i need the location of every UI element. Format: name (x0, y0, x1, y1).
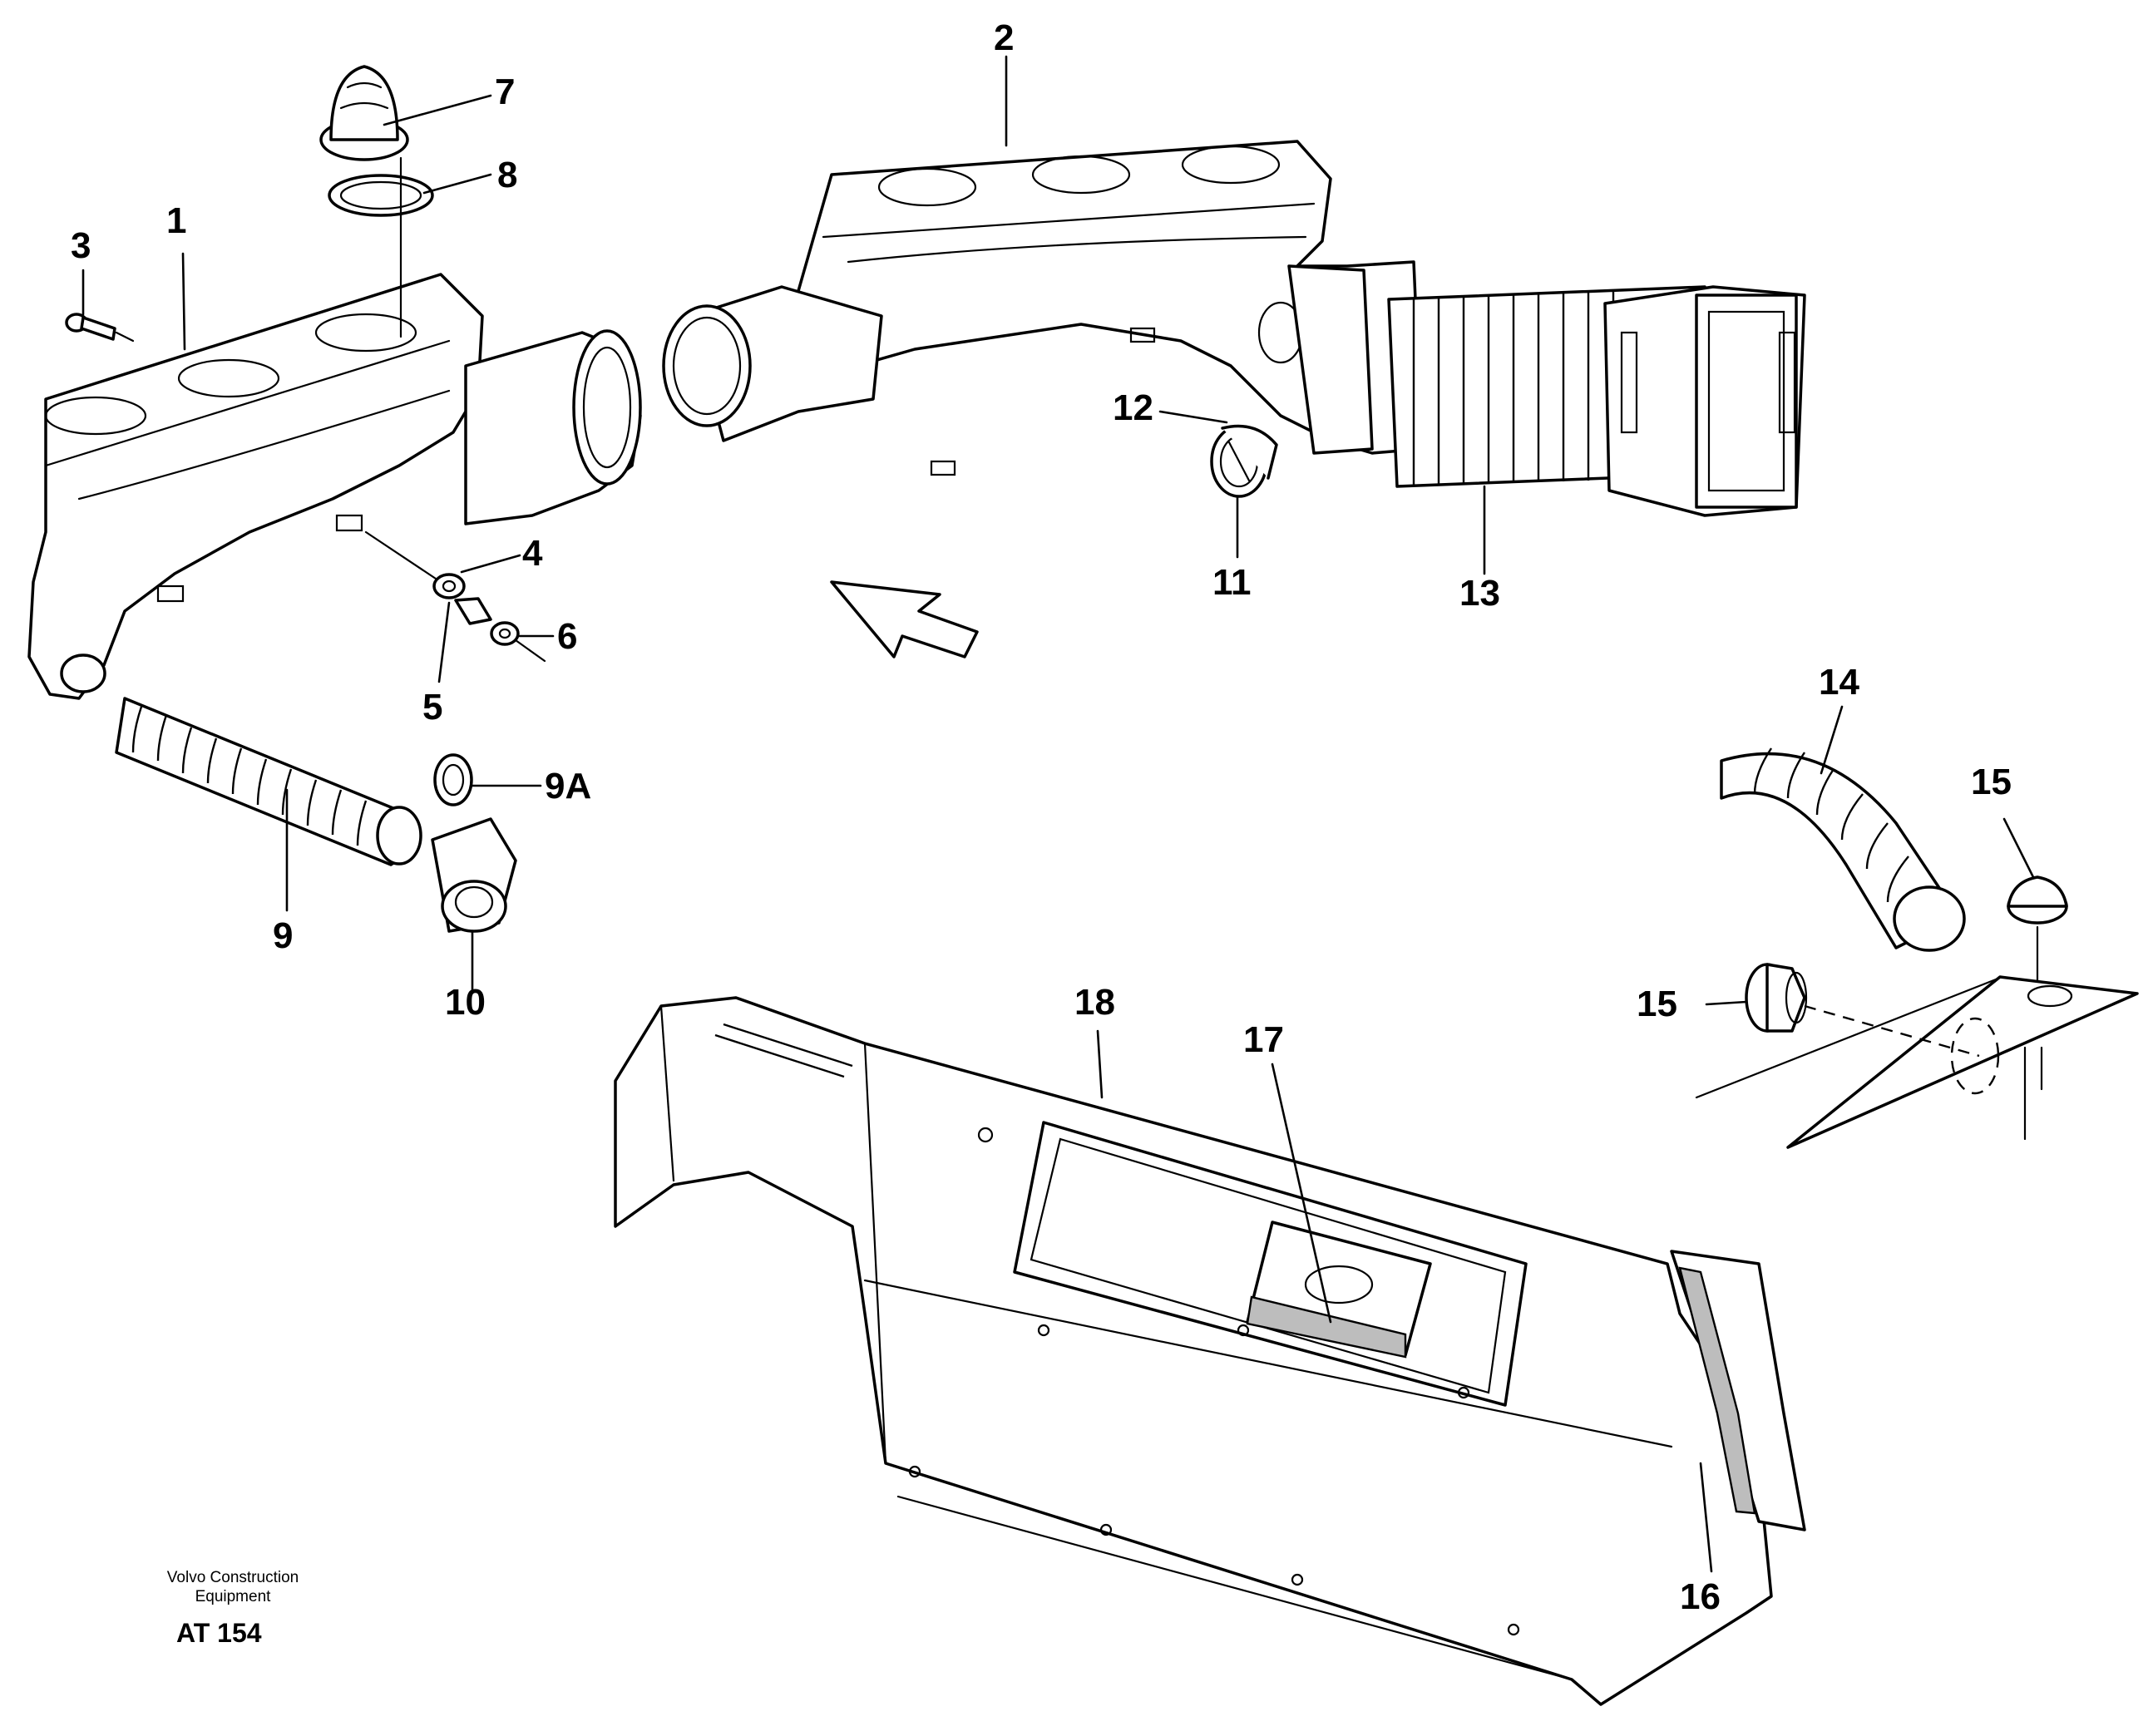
callout-2: 2 (994, 17, 1014, 58)
callout-9: 9 (273, 915, 293, 956)
panel-18 (614, 996, 1806, 1706)
air-duct-left (27, 273, 642, 700)
callout-17: 17 (1243, 1019, 1284, 1060)
callout-8: 8 (497, 155, 517, 195)
nozzle-11-12 (1210, 424, 1278, 498)
nozzle-15-side (1745, 963, 1808, 1033)
callout-11: 11 (1212, 562, 1252, 603)
callout-13: 13 (1459, 573, 1500, 614)
brand-line-2: Equipment (195, 1588, 271, 1605)
drawing-code: AT 154 (176, 1618, 262, 1648)
callout-5: 5 (422, 687, 442, 727)
callout-4: 4 (522, 533, 543, 574)
bellows-13 (1387, 285, 1806, 517)
callout-9A: 9A (545, 766, 591, 806)
nozzle-7 (319, 65, 409, 161)
callout-labels: 1 2 3 4 5 6 7 8 9 9A 10 11 12 13 14 15 1… (71, 17, 2012, 1617)
ring-9A (433, 753, 473, 806)
callout-7: 7 (495, 72, 515, 112)
callout-3: 3 (71, 225, 91, 266)
mounting-plate (1695, 975, 2139, 1149)
callout-18: 18 (1074, 982, 1115, 1023)
callout-1: 1 (166, 200, 186, 241)
callout-15-top: 15 (1971, 762, 2012, 802)
callout-10: 10 (445, 982, 486, 1023)
fasteners-4-5-6 (364, 530, 546, 663)
callout-15-side: 15 (1637, 984, 1677, 1024)
screw-3 (65, 313, 135, 343)
leader-lines (81, 55, 2035, 1573)
callout-12: 12 (1113, 387, 1153, 428)
callout-14: 14 (1819, 662, 1859, 703)
nozzle-15-top (2007, 875, 2068, 983)
direction-arrow (830, 580, 979, 658)
hose-14 (1720, 747, 1966, 952)
air-duct-right (662, 140, 1424, 476)
ring-8 (328, 174, 434, 217)
callout-16: 16 (1680, 1576, 1721, 1617)
hose-9 (115, 697, 422, 866)
nozzle-10 (431, 817, 517, 933)
publisher-footer: Volvo Construction Equipment AT 154 (125, 1568, 341, 1649)
callout-6: 6 (557, 616, 577, 657)
brand-line-1: Volvo Construction (166, 1569, 299, 1586)
